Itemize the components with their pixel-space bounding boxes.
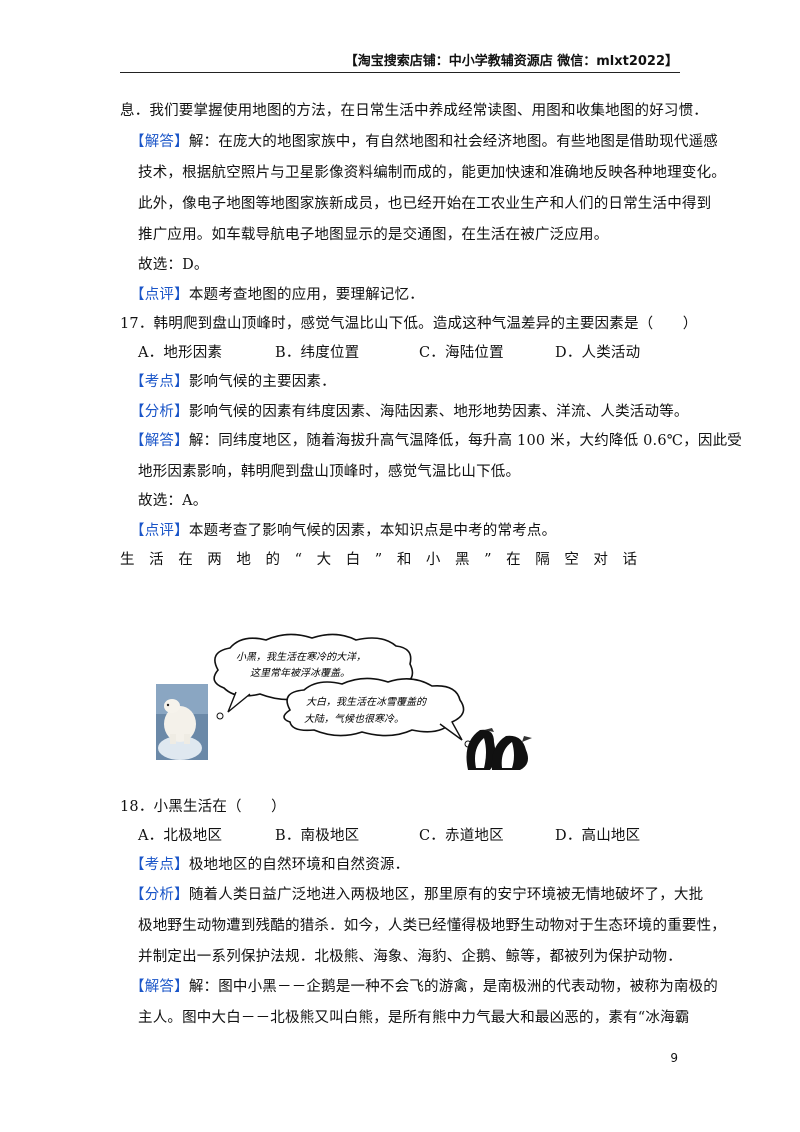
page-header: 【淘宝搜索店铺：中小学教辅资源店 微信：mlxt2022】: [344, 54, 678, 69]
penguins-illustration: [466, 728, 532, 770]
q17-answer-line-2: 地形因素影响，韩明爬到盘山顶峰时，感觉气温比山下低。: [138, 464, 521, 480]
q18-option-a: A．北极地区: [138, 828, 223, 844]
speech-bubble-2: 大白，我生活在冰雪覆盖的 大陆，气候也很寒冷。: [283, 677, 472, 748]
q18-stem: 18．小黑生活在（ ）: [120, 799, 286, 815]
comment-tag: 【点评】: [130, 287, 189, 303]
q18-option-b: B．南极地区: [275, 828, 360, 844]
q18-option-d: D．高山地区: [555, 828, 641, 844]
q17-analysis: 【分析】影响气候的因素有纬度因素、海陆因素、地形地势因素、洋流、人类活动等。: [130, 402, 689, 422]
analysis-tag: 【分析】: [130, 887, 189, 903]
bubble-2-line-2: 大陆，气候也很寒冷。: [304, 713, 404, 725]
q18-analysis-line-2: 极地野生动物遭到残酷的猎杀．如今，人类已经懂得极地野生动物对于生态环境的重要性，: [138, 918, 726, 934]
q17-comment: 【点评】本题考查了影响气候的因素，本知识点是中考的常考点。: [130, 521, 556, 541]
q18-answer-line-1: 【解答】解：图中小黑－－企鹅是一种不会飞的游禽，是南极洲的代表动物，被称为南极的: [130, 977, 718, 997]
page-number: 9: [670, 1051, 678, 1065]
bubble-1-line-2: 这里常年被浮冰覆盖。: [250, 667, 350, 679]
answer-tag: 【解答】: [130, 134, 189, 150]
point-tag: 【考点】: [130, 857, 189, 873]
q17-point: 【考点】影响气候的主要因素．: [130, 372, 336, 392]
q16-answer-line-3: 此外，像电子地图等地图家族新成员，也已经开始在工农业生产和人们的日常生活中得到: [138, 196, 712, 212]
analysis-text: 随着人类日益广泛地进入两极地区，那里原有的安宁环境被无情地破坏了，大批: [188, 887, 704, 903]
q17-option-a: A．地形因素: [138, 345, 223, 361]
answer-text: 解：同纬度地区，随着海拔升高气温降低，每升高 100 米，大约降低 0.6℃，因…: [188, 433, 742, 449]
q17-option-d: D．人类活动: [555, 345, 641, 361]
q18-point: 【考点】极地地区的自然环境和自然资源．: [130, 855, 409, 875]
point-text: 影响气候的主要因素．: [188, 374, 336, 390]
q17-options: A．地形因素 B．纬度位置 C．海陆位置 D．人类活动: [138, 343, 640, 363]
q18-option-c: C．赤道地区: [419, 828, 504, 844]
q16-comment: 【点评】本题考查地图的应用，要理解记忆．: [130, 285, 424, 305]
analysis-text: 影响气候的因素有纬度因素、海陆因素、地形地势因素、洋流、人类活动等。: [188, 404, 689, 420]
q18-analysis-line-1: 【分析】随着人类日益广泛地进入两极地区，那里原有的安宁环境被无情地破坏了，大批: [130, 885, 703, 905]
bubble-2-line-1: 大白，我生活在冰雪覆盖的: [306, 696, 427, 708]
q17-choice: 故选：A。: [138, 493, 208, 509]
dialogue-figure: 小黑，我生活在寒冷的大洋， 这里常年被浮冰覆盖。 大白，我生活在冰雪覆盖的 大陆…: [156, 633, 532, 770]
point-text: 极地地区的自然环境和自然资源．: [188, 857, 410, 873]
comment-text: 本题考查地图的应用，要理解记忆．: [188, 287, 425, 303]
q16-answer-line-1: 【解答】解：在庞大的地图家族中，有自然地图和社会经济地图。有些地图是借助现代遥感: [130, 132, 718, 152]
bubble-1-line-1: 小黑，我生活在寒冷的大洋，: [236, 651, 366, 663]
answer-text: 解：在庞大的地图家族中，有自然地图和社会经济地图。有些地图是借助现代遥感: [188, 134, 719, 150]
q16-choice: 故选：D。: [138, 257, 209, 273]
polar-bear-photo: [156, 684, 208, 760]
q17-option-b: B．纬度位置: [275, 345, 360, 361]
answer-text: 解：图中小黑－－企鹅是一种不会飞的游禽，是南极洲的代表动物，被称为南极的: [188, 979, 719, 995]
dialogue-intro: 生活在两地的“大白”和小黑”在隔空对话: [120, 552, 652, 568]
answer-tag: 【解答】: [130, 433, 189, 449]
q18-analysis-line-3: 并制定出一系列保护法规．北极熊、海象、海豹、企鹅、鲸等，都被列为保护动物．: [138, 949, 682, 965]
comment-text: 本题考查了影响气候的因素，本知识点是中考的常考点。: [188, 523, 557, 539]
q16-answer-line-4: 推广应用。如车载导航电子地图显示的是交通图，在生活在被广泛应用。: [138, 227, 609, 243]
q17-answer-line-1: 【解答】解：同纬度地区，随着海拔升高气温降低，每升高 100 米，大约降低 0.…: [130, 431, 742, 451]
point-tag: 【考点】: [130, 374, 189, 390]
answer-tag: 【解答】: [130, 979, 189, 995]
q18-answer-line-2: 主人。图中大白－－北极熊又叫白熊，是所有熊中力气最大和最凶恶的，素有“冰海霸: [138, 1010, 690, 1026]
comment-tag: 【点评】: [130, 523, 189, 539]
q17-option-c: C．海陆位置: [419, 345, 504, 361]
q16-explain-line: 息．我们要掌握使用地图的方法，在日常生活中养成经常读图、用图和收集地图的好习惯．: [120, 103, 708, 119]
analysis-tag: 【分析】: [130, 404, 189, 420]
header-rule: [120, 72, 680, 73]
q16-answer-line-2: 技术，根据航空照片与卫星影像资料编制而成的，能更加快速和准确地反映各种地理变化。: [138, 165, 726, 181]
q17-stem: 17．韩明爬到盘山顶峰时，感觉气温比山下低。造成这种气温差异的主要因素是（ ）: [120, 316, 698, 332]
q18-options: A．北极地区 B．南极地区 C．赤道地区 D．高山地区: [138, 826, 640, 846]
